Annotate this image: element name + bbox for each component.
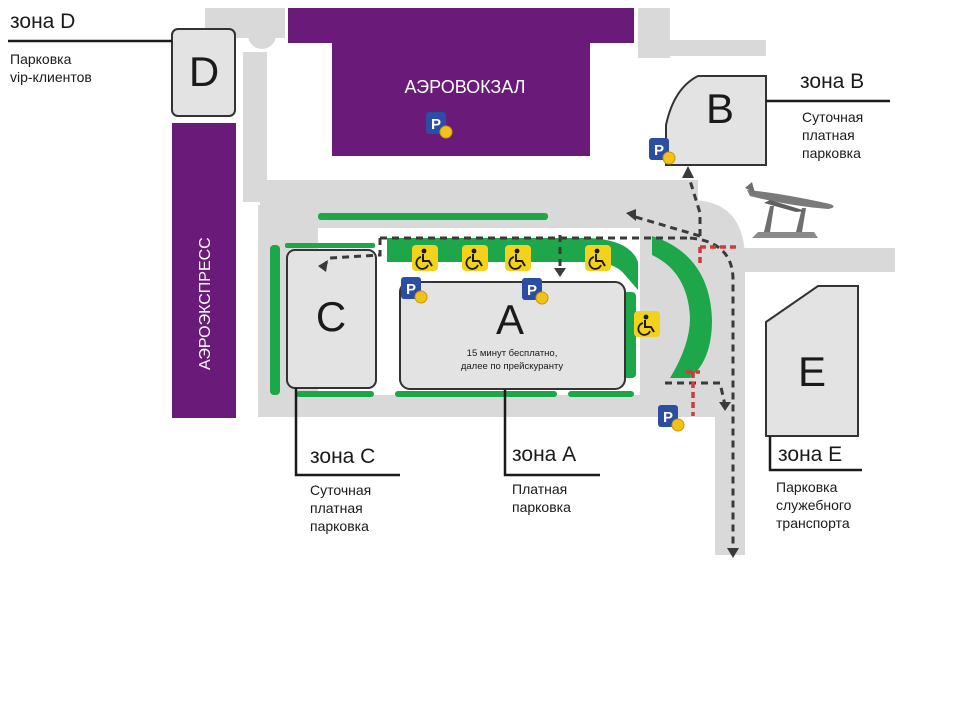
wheelchair-icon [412, 245, 438, 271]
road-network [205, 8, 895, 555]
wheelchair-icon [634, 311, 660, 337]
parking-sign-icon: P [522, 278, 549, 305]
zone-b-letter: B [706, 85, 734, 132]
zone-c-desc-line: платная [310, 500, 363, 516]
zone-d-title: зона D [10, 10, 76, 33]
zone-a-desc-line: парковка [512, 499, 571, 515]
zone-c-desc-line: парковка [310, 518, 369, 534]
airplane-monument-icon [745, 182, 834, 238]
zone-a-desc-line: Платная [512, 481, 568, 497]
zone-a-title: зона A [512, 443, 577, 466]
leader-lines [8, 39, 890, 477]
svg-text:P: P [663, 409, 673, 426]
coin-icon [439, 125, 453, 139]
parking-sign-icon: P [658, 405, 685, 432]
svg-text:P: P [527, 282, 537, 299]
disabled-signs [412, 245, 660, 337]
zone-e-desc-line: транспорта [776, 515, 850, 531]
zone-b-desc: Суточная платная парковка [802, 108, 863, 162]
wheelchair-icon [462, 245, 488, 271]
zone-e-desc-line: Парковка [776, 479, 838, 495]
coin-icon [662, 151, 676, 165]
parking-signs: P P P P P [401, 112, 685, 432]
zone-e-area [765, 285, 859, 437]
wheelchair-icon [585, 245, 611, 271]
coin-icon [535, 291, 549, 305]
zone-e-desc: Парковка служебного транспорта [776, 478, 851, 532]
coin-icon [414, 290, 428, 304]
zone-a-desc: Платная парковка [512, 480, 571, 516]
terminal-building [332, 43, 590, 156]
zone-c-area [286, 249, 377, 389]
parking-sign-icon: P [649, 138, 676, 165]
zone-d-letter: D [189, 48, 219, 95]
parking-sign-icon: P [426, 112, 453, 139]
zone-a-letter: A [496, 296, 524, 343]
aeroexpress-label: АЭРОЭКСПРЕСС [197, 237, 214, 370]
terminal-top-block [288, 8, 634, 43]
terminal-label: АЭРОВОКЗАЛ [405, 77, 526, 97]
zone-d-area [171, 28, 236, 117]
coin-icon [671, 418, 685, 432]
parking-sign-icon: P [401, 277, 428, 304]
zone-d-desc-line: Парковка [10, 51, 72, 67]
zone-b-area [665, 75, 767, 166]
zone-a-note-line1: 15 минут бесплатно, [467, 348, 558, 359]
svg-text:P: P [406, 281, 416, 298]
zone-a-note-line2: далее по прейскуранту [461, 361, 564, 372]
parking-zones [171, 28, 859, 437]
zone-a-area [399, 281, 626, 390]
zone-b-desc-line: парковка [802, 145, 861, 161]
route-arrowheads [318, 166, 739, 558]
aeroexpress-strip [172, 123, 236, 418]
zone-e-letter: E [798, 348, 826, 395]
zone-d-desc-line: vip-клиентов [10, 69, 92, 85]
zone-c-title: зона C [310, 445, 376, 468]
zone-c-desc-line: Суточная [310, 482, 372, 498]
barriers [686, 245, 740, 416]
zone-b-desc-line: Суточная [802, 109, 864, 125]
svg-text:P: P [654, 142, 664, 159]
zone-b-title: зона B [800, 70, 865, 93]
zone-b-desc-line: платная [802, 127, 855, 143]
zone-e-title: зона E [778, 443, 843, 466]
svg-text:P: P [431, 116, 441, 133]
zone-c-letter: C [316, 293, 346, 340]
wheelchair-icon [505, 245, 531, 271]
zone-e-desc-line: служебного [776, 497, 852, 513]
zone-c-desc: Суточная платная парковка [310, 481, 371, 535]
zone-d-desc: Парковка vip-клиентов [10, 50, 92, 86]
